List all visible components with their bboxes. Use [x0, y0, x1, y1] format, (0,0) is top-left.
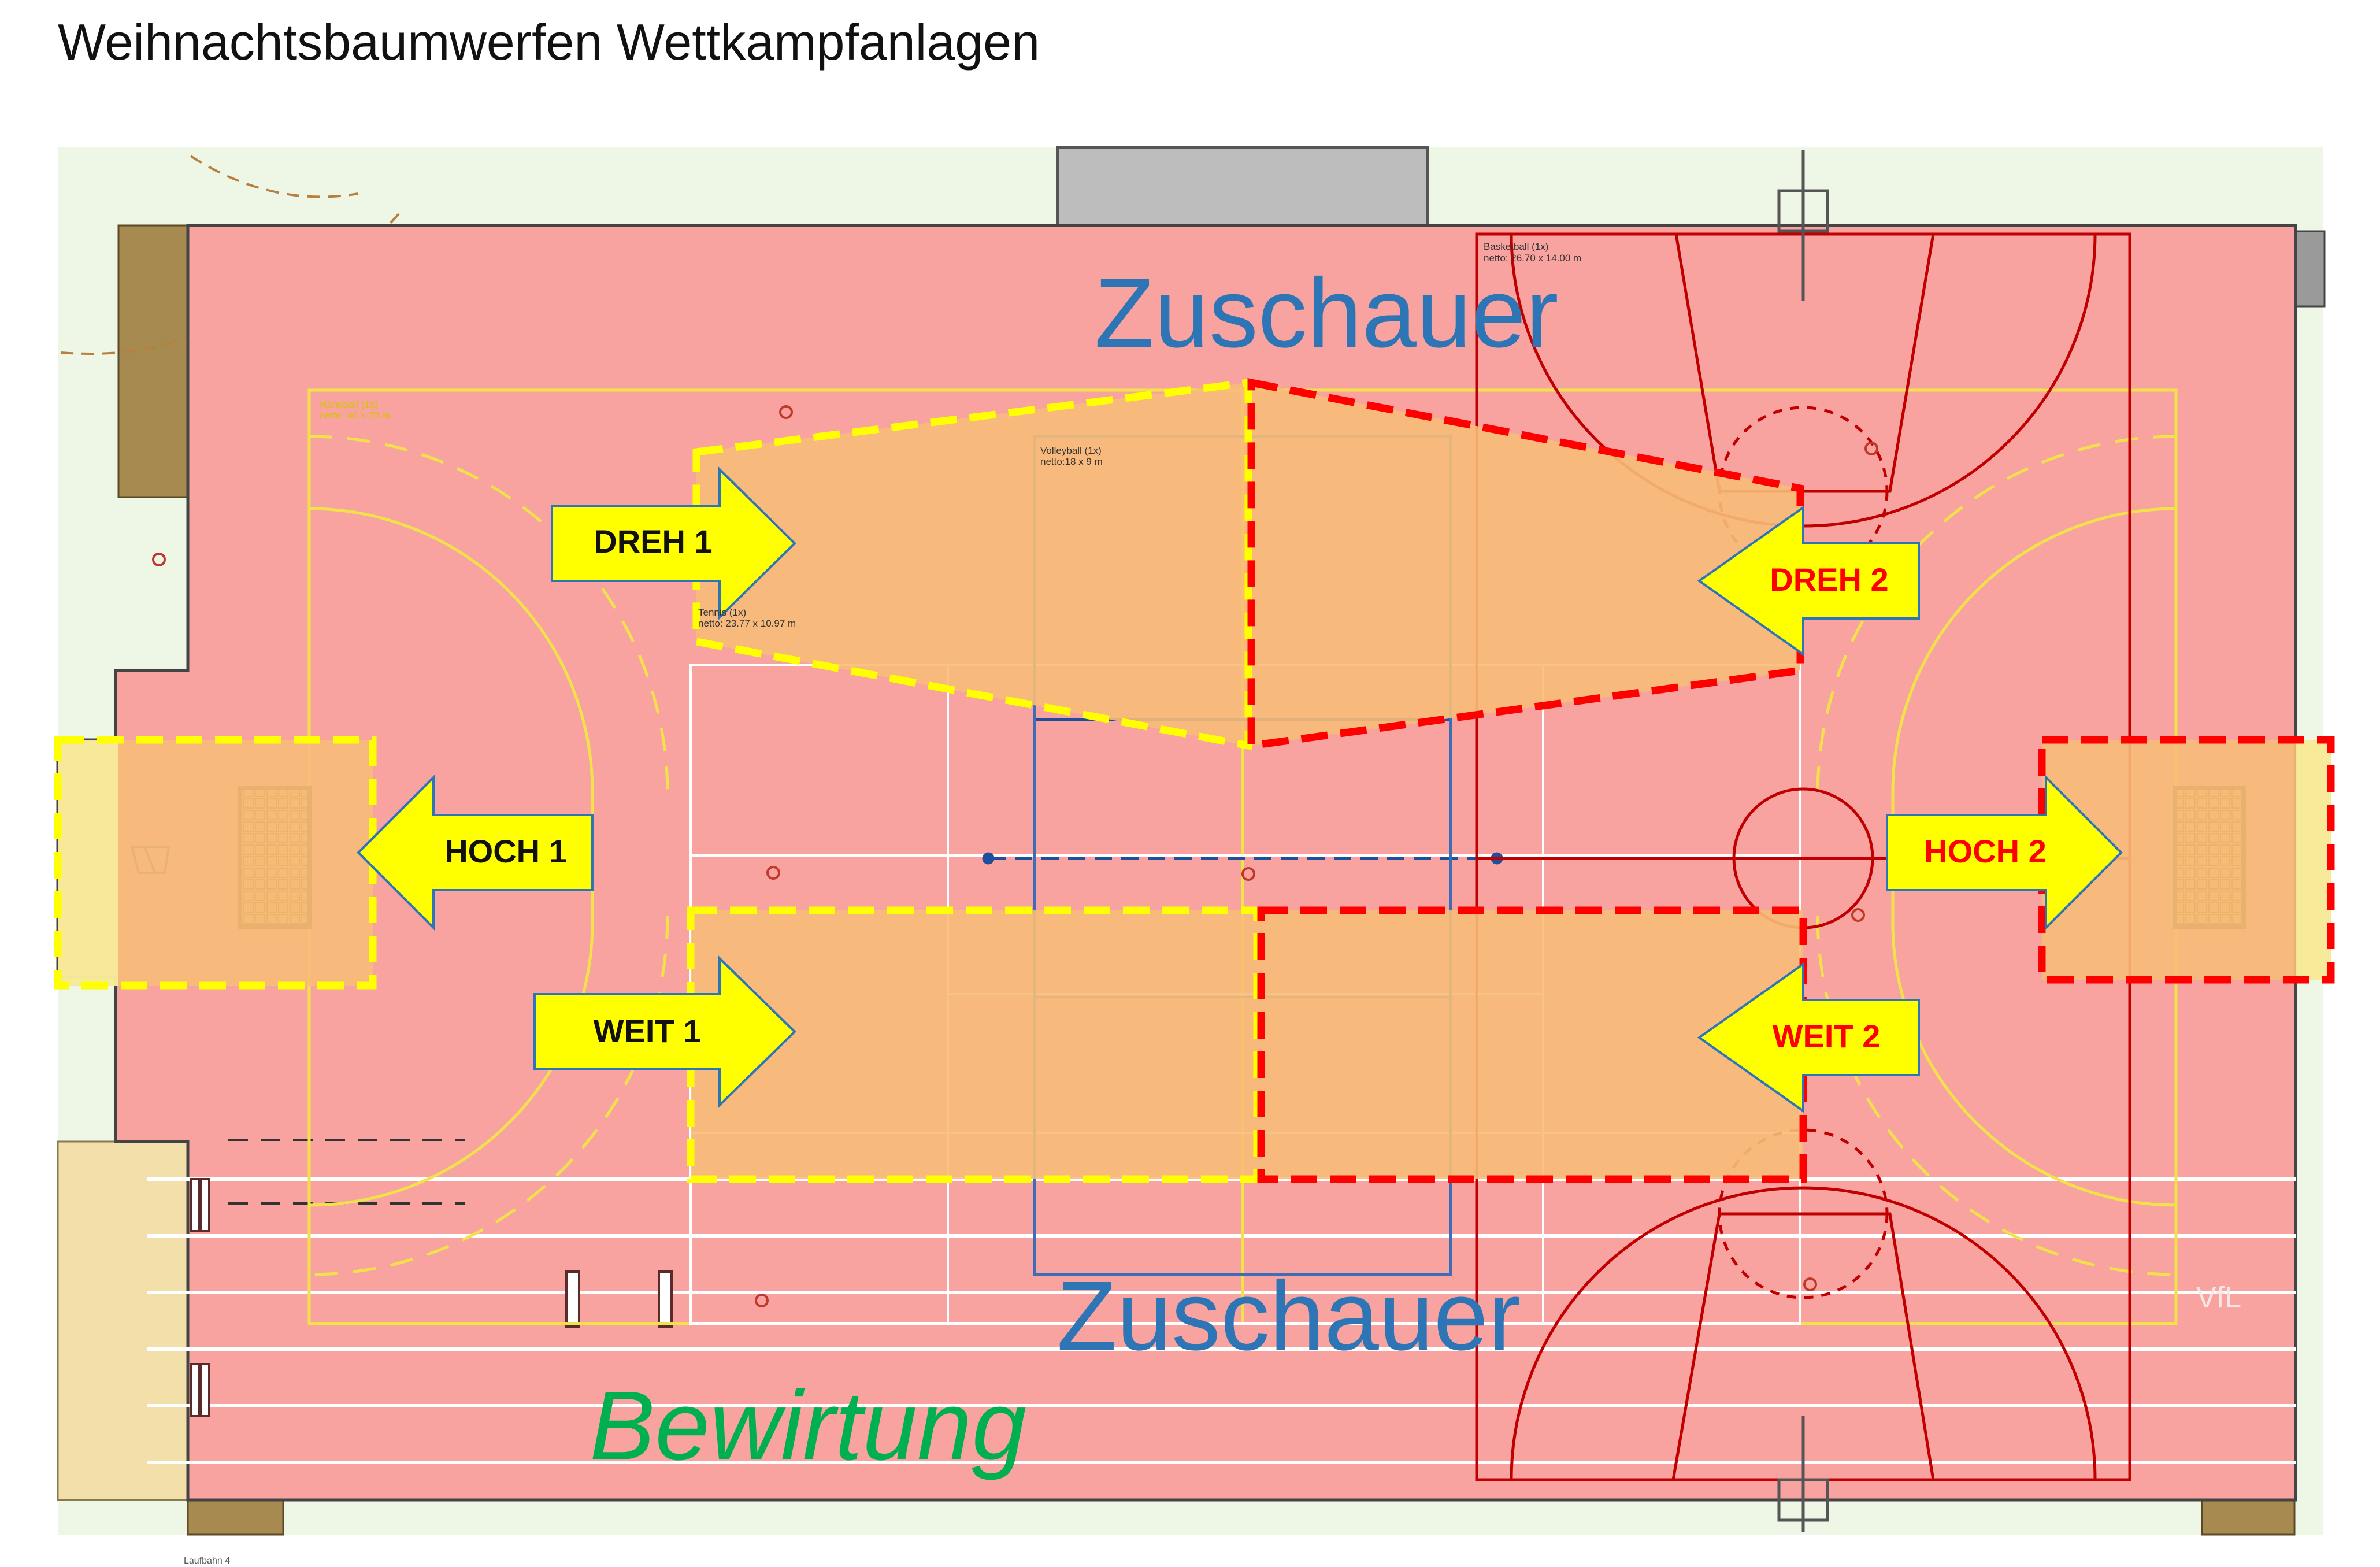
audience-top-label: Zuschauer: [1094, 258, 1558, 368]
handball-size: netto: 40 x 20 m: [320, 410, 390, 421]
catering-label: Bewirtung: [590, 1371, 1026, 1481]
wall-bottom-left: [187, 1499, 284, 1536]
floor-markers: [152, 405, 1878, 1307]
arrow-right-icon: [551, 466, 796, 620]
wall-left-lower: [57, 1140, 189, 1501]
arrow-hoch-2-label: HOCH 2: [1924, 833, 2047, 869]
arrow-left-icon: [1697, 962, 1920, 1113]
court-labels: Handball (1x) netto: 40 x 20 m Volleybal…: [320, 241, 1581, 629]
volleyball-label: Volleyball (1x): [1040, 445, 1102, 456]
zone-dreh-2: [1251, 383, 1800, 746]
arrow-dreh-1-label: DREH 1: [594, 523, 712, 560]
dashed-markings: [228, 1139, 465, 1205]
arrow-hoch-2: HOCH 2: [1886, 775, 2123, 931]
zone-dreh-1: [696, 383, 1248, 746]
arrow-right-icon: [1886, 775, 2123, 931]
basketball-label: Basketball (1x): [1484, 241, 1548, 252]
hoch-2-outside: [2296, 740, 2331, 980]
border-hoch-2: [2038, 736, 2335, 984]
arrow-left-icon: [1697, 505, 1920, 657]
arrow-weit-2: WEIT 2: [1697, 962, 1920, 1113]
arrow-weit-1-label: WEIT 1: [594, 1013, 702, 1049]
arrow-weit-2-label: WEIT 2: [1773, 1018, 1881, 1054]
tennis-label: Tennis (1x): [698, 607, 746, 618]
page-title: Weihnachtsbaumwerfen Wettkampfanlagen: [58, 13, 1040, 71]
wall-bottom-right: [2201, 1499, 2296, 1536]
arrow-left-icon: [357, 775, 594, 931]
grey-strip-right: [2294, 230, 2326, 308]
arrow-dreh-2: DREH 2: [1697, 505, 1920, 657]
arrow-hoch-1: HOCH 1: [357, 775, 594, 931]
handball-label: Handball (1x): [320, 399, 378, 410]
arrow-dreh-1: DREH 1: [551, 466, 796, 620]
lane-label: Laufbahn 4: [184, 1556, 230, 1566]
volleyball-size: netto:18 x 9 m: [1040, 456, 1103, 467]
arrow-hoch-1-label: HOCH 1: [444, 833, 567, 869]
border-dreh-2: [1247, 378, 1804, 750]
hoch-1-outside: [58, 740, 118, 986]
basketball-size: netto: 26.70 x 14.00 m: [1484, 253, 1581, 264]
vfl-watermark: VfL: [2196, 1281, 2241, 1314]
arrow-weit-1: WEIT 1: [533, 955, 796, 1108]
lane-start-blocks: [190, 1178, 673, 1417]
wall-block-top: [1056, 146, 1429, 227]
zone-weit-1: [691, 910, 1257, 1179]
audience-bottom-label: Zuschauer: [1056, 1261, 1521, 1371]
basketball-posts: [1777, 150, 1829, 1532]
tennis-size: netto: 23.77 x 10.97 m: [698, 618, 796, 629]
arrow-right-icon: [533, 955, 796, 1108]
arrow-dreh-2-label: DREH 2: [1770, 561, 1888, 598]
wall-left-upper: [117, 224, 189, 498]
throw-zones: [58, 383, 2331, 1179]
